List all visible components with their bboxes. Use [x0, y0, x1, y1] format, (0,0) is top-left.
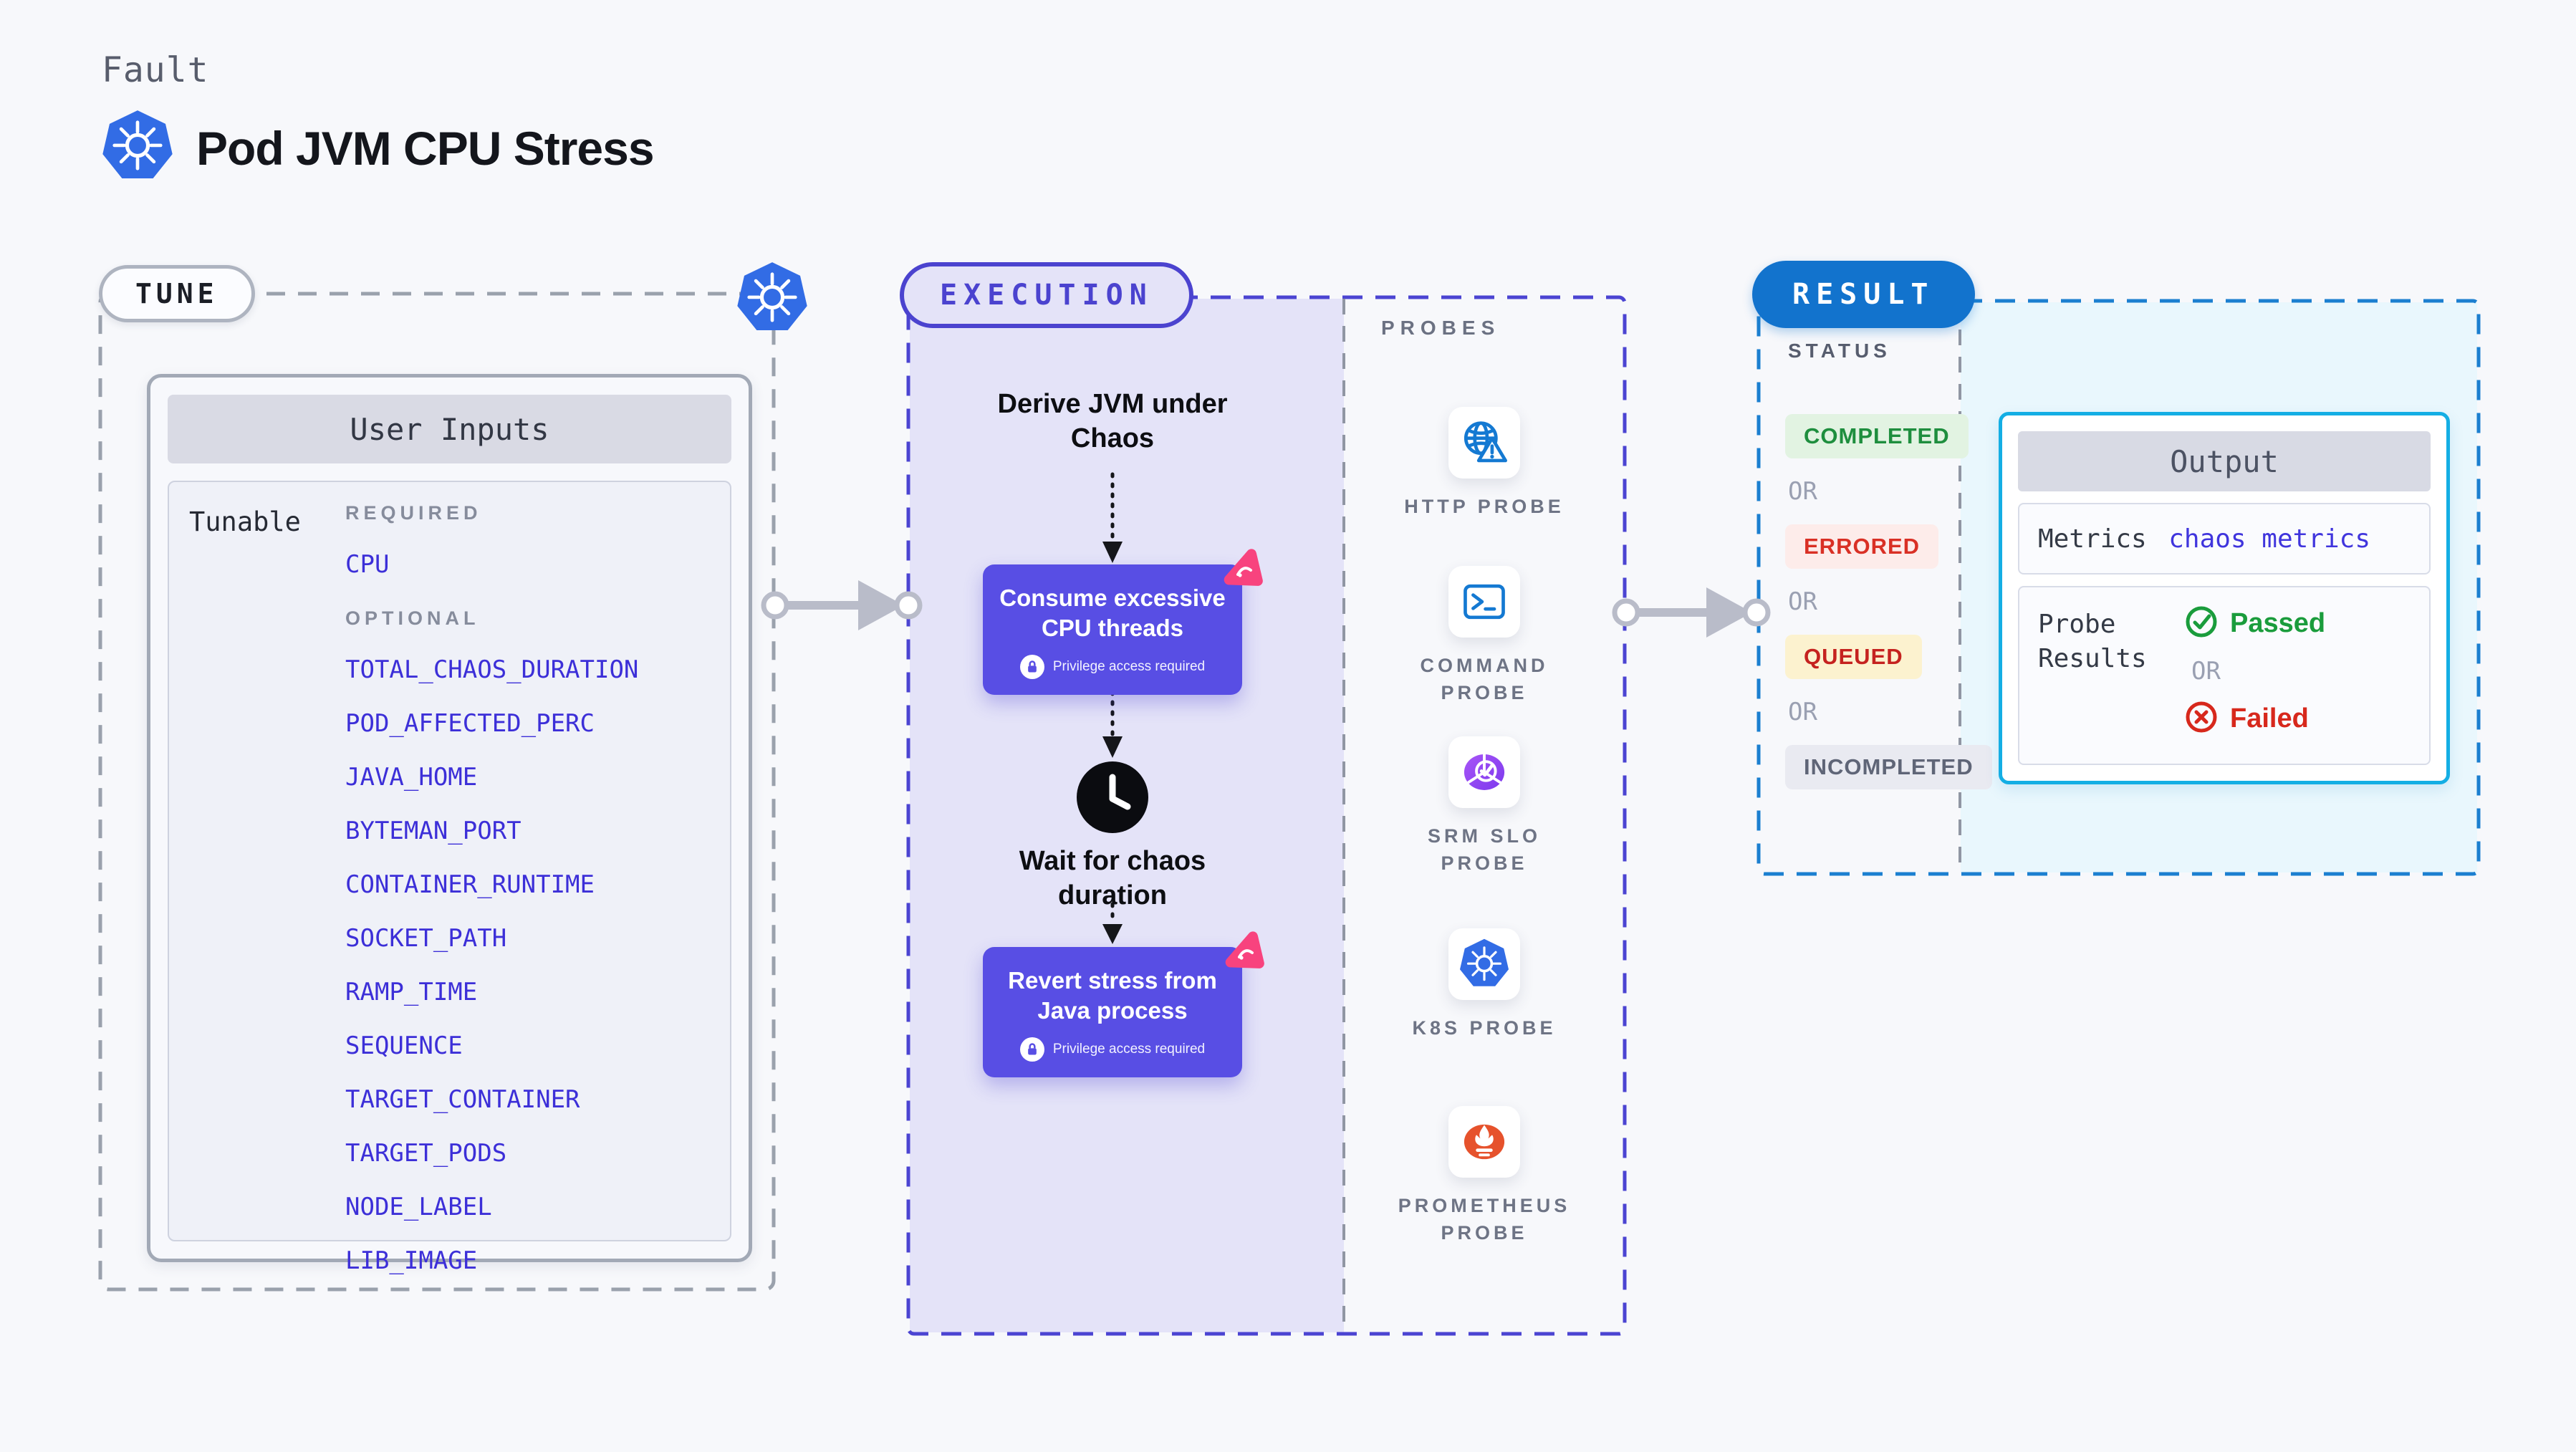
- probe-name: K8S PROBE: [1412, 1017, 1557, 1039]
- param-link[interactable]: RAMP_TIME: [345, 978, 478, 1006]
- required-group-label: REQUIRED: [345, 502, 482, 524]
- metrics-row: Metrics chaos metrics: [2018, 503, 2431, 574]
- step-wait-duration: Wait for chaos duration: [1019, 846, 1206, 910]
- probe-name: SRM SLO PROBE: [1427, 825, 1541, 874]
- probe-failed-label: Failed: [2230, 703, 2309, 734]
- or-label: OR: [1788, 698, 1817, 726]
- optional-param-list: TOTAL_CHAOS_DURATION POD_AFFECTED_PERC JAV…: [345, 655, 638, 1275]
- privilege-badge-label: Privilege access required: [1052, 659, 1206, 674]
- arrow-execution-to-result: [1612, 587, 1771, 638]
- status-badge-incompleted: INCOMPLETED: [1785, 745, 1992, 789]
- tunable-label: Tunable: [189, 506, 301, 537]
- result-box-border: [1756, 299, 2481, 876]
- slo-gauge-icon: [1448, 736, 1520, 808]
- kubernetes-icon: [100, 109, 175, 187]
- user-inputs-card: User Inputs Tunable REQUIRED CPU OPTIONA…: [147, 374, 752, 1275]
- execution-section-pill: EXECUTION: [900, 262, 1193, 328]
- probe-prometheus[interactable]: PROMETHEUS PROBE: [1391, 1106, 1577, 1246]
- param-link[interactable]: BYTEMAN_PORT: [345, 817, 522, 845]
- probe-results-row: Probe Results Passed OR: [2018, 586, 2431, 765]
- kubernetes-icon: [1448, 928, 1520, 1000]
- clock-icon: [1073, 758, 1152, 840]
- status-badge-errored: ERRORED: [1785, 524, 1939, 569]
- probe-srm-slo[interactable]: SRM SLO PROBE: [1391, 736, 1577, 877]
- step-derive-jvm: Derive JVM under Chaos: [997, 389, 1228, 453]
- privilege-badge-label: Privilege access required: [1052, 1042, 1206, 1057]
- x-circle-icon: [2184, 700, 2219, 738]
- tune-section-pill: TUNE: [99, 265, 255, 322]
- optional-group-label: OPTIONAL: [345, 607, 480, 629]
- globe-alert-icon: [1448, 407, 1520, 479]
- fault-kicker: Fault: [102, 50, 209, 90]
- result-section-pill: RESULT: [1752, 261, 1975, 328]
- consume-cpu-title: Consume excessive CPU threads: [999, 585, 1226, 641]
- param-link[interactable]: SOCKET_PATH: [345, 924, 507, 953]
- prometheus-flame-icon: [1448, 1106, 1520, 1178]
- lock-icon: [1019, 1037, 1044, 1062]
- status-badge-queued: QUEUED: [1785, 635, 1922, 679]
- param-link[interactable]: LIB_IMAGE: [345, 1246, 478, 1275]
- probe-name: HTTP PROBE: [1404, 496, 1565, 517]
- litmus-chaos-icon: [1221, 546, 1267, 592]
- output-card: Output Metrics chaos metrics Probe Resul…: [1999, 412, 2450, 784]
- check-circle-icon: [2184, 605, 2219, 643]
- status-list: COMPLETED OR ERRORED OR QUEUED OR INCOMP…: [1785, 414, 1992, 789]
- param-link[interactable]: SEQUENCE: [345, 1032, 463, 1060]
- lock-icon: [1019, 655, 1044, 679]
- or-label: OR: [1788, 477, 1817, 506]
- tunable-panel: Tunable REQUIRED CPU OPTIONAL TOTAL_CHAO…: [168, 481, 731, 1275]
- param-link[interactable]: TOTAL_CHAOS_DURATION: [345, 655, 639, 684]
- user-inputs-header: User Inputs: [168, 395, 731, 463]
- probe-k8s[interactable]: K8S PROBE: [1391, 928, 1577, 1042]
- param-link[interactable]: TARGET_CONTAINER: [345, 1085, 580, 1114]
- status-column-label: STATUS: [1788, 340, 1891, 362]
- required-param-list: CPU: [345, 550, 638, 579]
- probe-name: COMMAND PROBE: [1420, 655, 1549, 703]
- revert-stress-card: Revert stress from Java process Privileg…: [983, 947, 1242, 1077]
- tune-box-border: [98, 292, 776, 1292]
- param-link[interactable]: POD_AFFECTED_PERC: [345, 709, 595, 738]
- revert-stress-title: Revert stress from Java process: [1008, 967, 1217, 1024]
- param-link[interactable]: TARGET_PODS: [345, 1139, 507, 1168]
- param-link[interactable]: CPU: [345, 550, 390, 579]
- param-link[interactable]: NODE_LABEL: [345, 1193, 492, 1221]
- or-label: OR: [1788, 587, 1817, 616]
- consume-cpu-card: Consume excessive CPU threads Privilege …: [983, 564, 1242, 695]
- arrow-tune-to-execution: [761, 580, 923, 630]
- or-label: OR: [2191, 657, 2221, 686]
- probe-name: PROMETHEUS PROBE: [1398, 1195, 1571, 1244]
- probe-results-label: Probe Results: [2038, 610, 2147, 673]
- litmus-chaos-icon: [1222, 928, 1268, 974]
- metrics-label: Metrics: [2038, 524, 2147, 554]
- page-title: Pod JVM CPU Stress: [196, 121, 655, 175]
- probe-passed-label: Passed: [2230, 608, 2326, 638]
- execution-box-border: [906, 295, 1627, 1336]
- param-link[interactable]: CONTAINER_RUNTIME: [345, 870, 595, 899]
- param-link[interactable]: JAVA_HOME: [345, 763, 478, 792]
- probes-column-label: PROBES: [1381, 317, 1501, 339]
- probe-http[interactable]: HTTP PROBE: [1391, 407, 1577, 520]
- probe-command[interactable]: COMMAND PROBE: [1391, 566, 1577, 706]
- kubernetes-icon: [735, 261, 809, 339]
- metrics-value-link[interactable]: chaos metrics: [2168, 524, 2370, 554]
- terminal-icon: [1448, 566, 1520, 638]
- status-badge-completed: COMPLETED: [1785, 414, 1969, 458]
- output-header: Output: [2018, 431, 2431, 491]
